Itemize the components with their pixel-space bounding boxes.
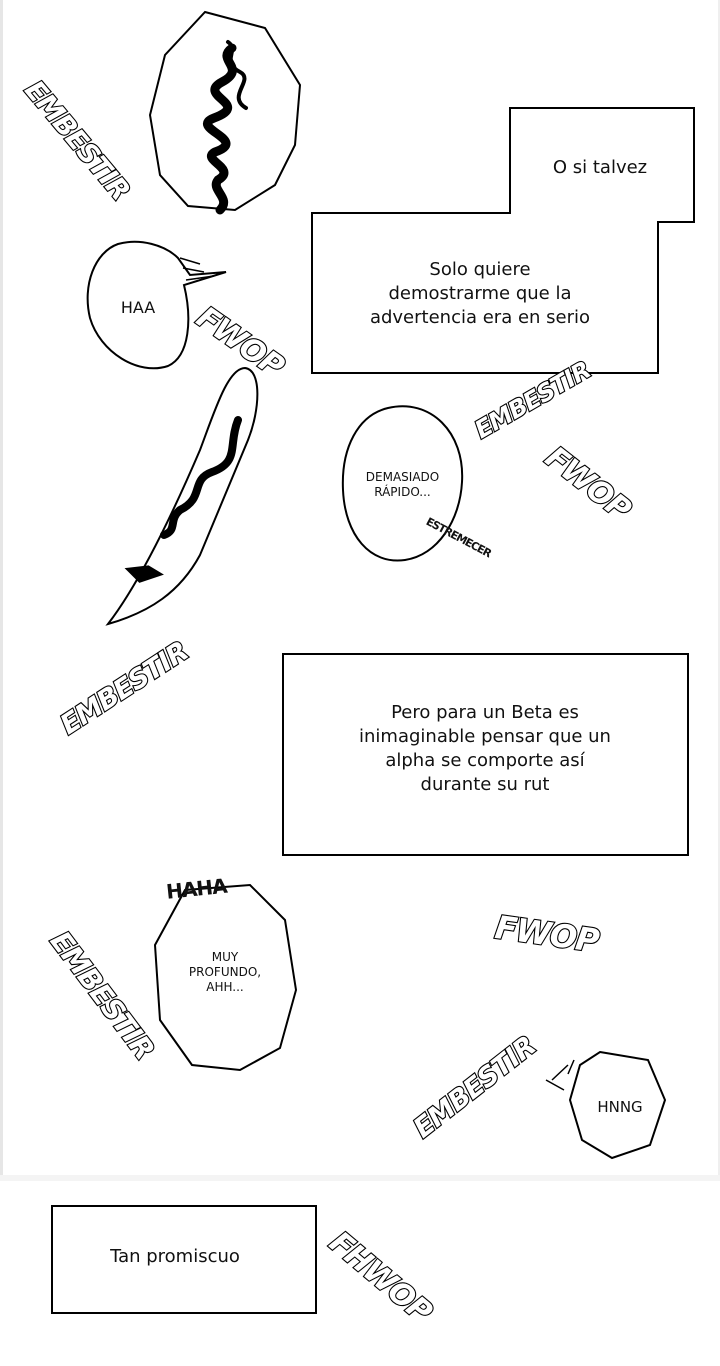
profundo-bubble-outline	[153, 883, 298, 1072]
bubble-haa: HAA	[120, 298, 156, 317]
pero-box-outline	[282, 653, 689, 856]
narration-pero-para: Pero para un Beta es inimaginable pensar…	[290, 696, 680, 802]
narration-tan-promiscuo: Tan promiscuo	[110, 1246, 240, 1267]
promiscuo-box-outline	[51, 1205, 317, 1314]
diagonal-scribble-end	[124, 565, 164, 583]
bubble-hnng: HNNG	[597, 1098, 643, 1116]
narration-line: inimaginable pensar que un	[359, 726, 611, 747]
narration-line: Pero para un Beta es	[391, 702, 579, 723]
hnng-bubble-outline	[568, 1050, 667, 1160]
haa-bubble-outline	[86, 240, 227, 370]
strip-gap	[0, 1175, 720, 1181]
demasiado-bubble-outline	[341, 405, 464, 562]
haa-bubble-spikes	[179, 257, 215, 281]
diagonal-scribble	[160, 416, 242, 539]
narration-talvez: O si talvez	[552, 157, 648, 178]
bubble-muy-profundo: MUY PROFUNDO, AHH...	[188, 950, 262, 994]
strip-edge-left	[0, 0, 3, 1175]
squiggle-scribble-thin	[226, 40, 248, 110]
narration-line: advertencia era en serio	[369, 307, 591, 328]
narration-solo-quiere: Solo quiere demostrarme que la advertenc…	[340, 250, 620, 338]
talvez-box-outline	[311, 107, 695, 374]
squiggle-scribble	[202, 43, 237, 215]
narration-line: demostrarme que la	[388, 283, 572, 304]
strip-edge-right	[718, 0, 720, 1175]
bubble-demasiado: DEMASIADO RÁPIDO...	[365, 470, 440, 499]
narration-line: alpha se comporte así	[385, 750, 585, 771]
narration-line: Solo quiere	[429, 259, 531, 280]
narration-line: durante su rut	[420, 774, 550, 795]
hnng-bubble-spikes	[545, 1059, 575, 1091]
diagonal-bubble-outline	[105, 366, 259, 626]
